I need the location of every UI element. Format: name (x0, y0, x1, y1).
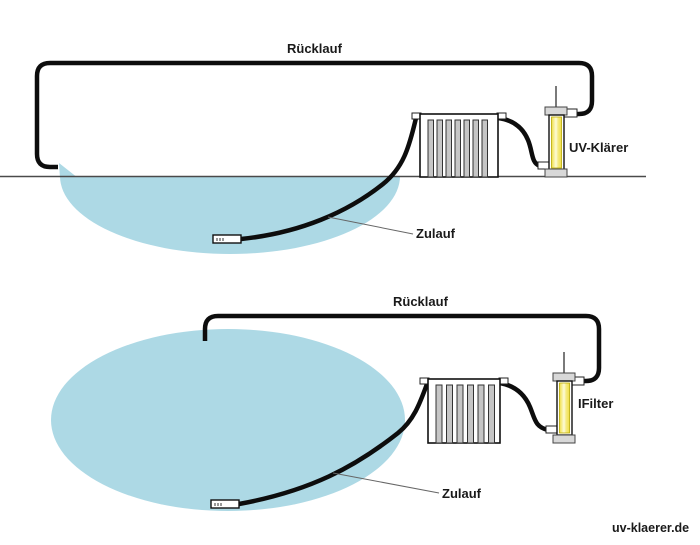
filter-lamellae (427, 119, 488, 178)
ruecklauf-label-top: Rücklauf (287, 41, 342, 56)
inflow-pipe-bottom (238, 383, 430, 507)
uv-clarifier-top (537, 86, 578, 178)
zulauf-label-top: Zulauf (416, 226, 455, 241)
ifilter-label: IFilter (578, 396, 614, 411)
uv-bottom-cap (552, 434, 576, 444)
uv-clarifier-bottom (545, 352, 585, 444)
return-splash-wedge (59, 163, 78, 178)
bottom-diagram (51, 313, 602, 511)
top-diagram (0, 60, 646, 254)
filter-to-uv-pipe-top (497, 115, 542, 169)
zulauf-leader-top (327, 216, 414, 235)
return-pipe-bottom (202, 313, 602, 384)
uv-lamp (551, 116, 562, 169)
inflow-pipe-top (240, 117, 419, 242)
zulauf-label-bottom: Zulauf (442, 486, 481, 501)
filter-unit-bottom (419, 377, 509, 444)
zulauf-leader-bottom (332, 472, 440, 494)
uv-top-cap (552, 372, 576, 382)
ruecklauf-label-bottom: Rücklauf (393, 294, 448, 309)
pond-water-top (59, 163, 400, 254)
pump-top (212, 234, 242, 244)
uv-bottom-cap (544, 168, 568, 178)
uv-lamp (559, 382, 570, 434)
filter-to-uv-pipe-bottom (499, 380, 549, 433)
pump-bottom (210, 499, 240, 509)
uv-klaerer-label: UV-Klärer (569, 140, 629, 155)
filter-unit-top (411, 112, 507, 178)
uv-inlet-connector (537, 161, 550, 170)
pond-water-bottom (51, 329, 405, 511)
filter-lamellae (435, 384, 495, 444)
return-pipe-top (34, 60, 595, 170)
site-watermark: uv-klaerer.de (612, 521, 690, 535)
uv-inlet-connector (545, 425, 558, 434)
uv-top-cap (544, 106, 568, 116)
